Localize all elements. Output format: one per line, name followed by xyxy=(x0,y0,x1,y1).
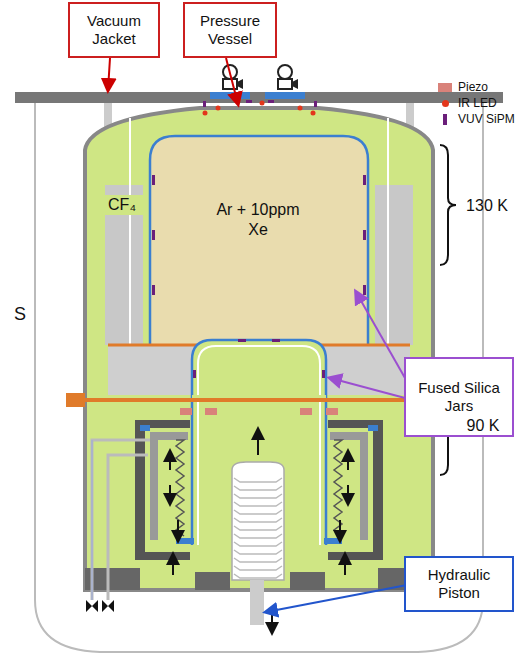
callout-text: Fused Silica Jars xyxy=(406,379,512,415)
legend-row: Piezo xyxy=(438,80,488,94)
side-label: S xyxy=(10,304,30,324)
legend-text: VUV SiPM xyxy=(458,112,515,126)
legend-text: IR LED xyxy=(458,96,497,110)
temperature-label: 130 K xyxy=(458,196,516,216)
callout-text: Hydraulic Piston xyxy=(406,566,512,602)
temperature-label: 90 K xyxy=(458,416,508,436)
callout-box: Hydraulic Piston xyxy=(404,556,514,612)
legend-swatch xyxy=(438,83,452,92)
fluid-label: CF₄ xyxy=(100,195,144,215)
legend-row: VUV SiPM xyxy=(438,112,515,126)
legend-text: Piezo xyxy=(458,80,488,94)
callout-text: Vacuum Jacket xyxy=(70,12,158,48)
legend-swatch xyxy=(443,114,447,125)
fluid-label: Ar + 10ppm Xe xyxy=(212,200,304,240)
legend-row: IR LED xyxy=(438,96,497,110)
callout-text: Pressure Vessel xyxy=(185,12,275,48)
callout-box: Vacuum Jacket xyxy=(68,2,160,58)
legend-swatch xyxy=(442,100,449,107)
callout-box: Pressure Vessel xyxy=(183,2,277,58)
